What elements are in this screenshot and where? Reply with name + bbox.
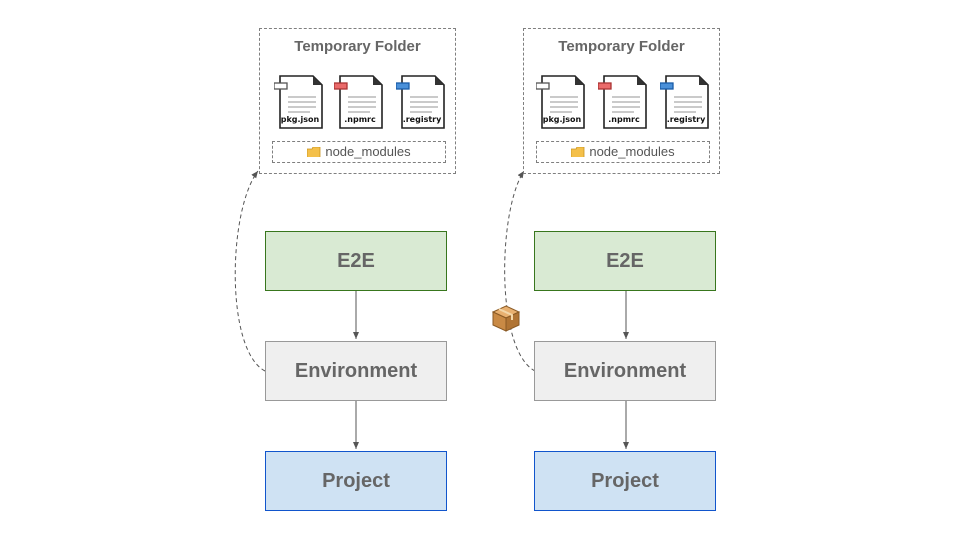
folder-icon (571, 147, 585, 157)
dashed-connector-1 (234, 170, 266, 372)
file-registry: .registry (660, 75, 710, 129)
temporary-folder-title: Temporary Folder (558, 38, 685, 55)
document-icon (334, 75, 383, 129)
document-icon (274, 75, 323, 129)
node-modules-label: node_modules (325, 144, 411, 159)
file-label: .registry (666, 115, 706, 124)
file-pkg-json: pkg.json (536, 75, 586, 129)
file-label: .npmrc (344, 115, 376, 124)
file-npmrc: .npmrc (334, 75, 384, 129)
node-modules-folder: node_modules (272, 141, 446, 163)
document-icon (396, 75, 445, 129)
file-registry: .registry (396, 75, 446, 129)
temporary-folder-2: Temporary Folder pkg.json (523, 28, 720, 174)
document-icon (536, 75, 585, 129)
file-pkg-json: pkg.json (274, 75, 324, 129)
environment-box-2: Environment (534, 341, 716, 401)
dashed-connector-2 (504, 170, 536, 372)
file-label: pkg.json (542, 115, 582, 124)
node-modules-folder: node_modules (536, 141, 710, 163)
file-npmrc: .npmrc (598, 75, 648, 129)
package-icon (491, 305, 521, 332)
project-box-2: Project (534, 451, 716, 511)
node-modules-label: node_modules (589, 144, 675, 159)
file-label: .npmrc (608, 115, 640, 124)
temporary-folder-1: Temporary Folder pkg.json (259, 28, 456, 174)
document-icon (660, 75, 709, 129)
environment-box-1: Environment (265, 341, 447, 401)
temporary-folder-title: Temporary Folder (294, 38, 421, 55)
project-box-1: Project (265, 451, 447, 511)
file-label: .registry (402, 115, 442, 124)
folder-icon (307, 147, 321, 157)
document-icon (598, 75, 647, 129)
e2e-box-1: E2E (265, 231, 447, 291)
e2e-box-2: E2E (534, 231, 716, 291)
file-label: pkg.json (280, 115, 320, 124)
